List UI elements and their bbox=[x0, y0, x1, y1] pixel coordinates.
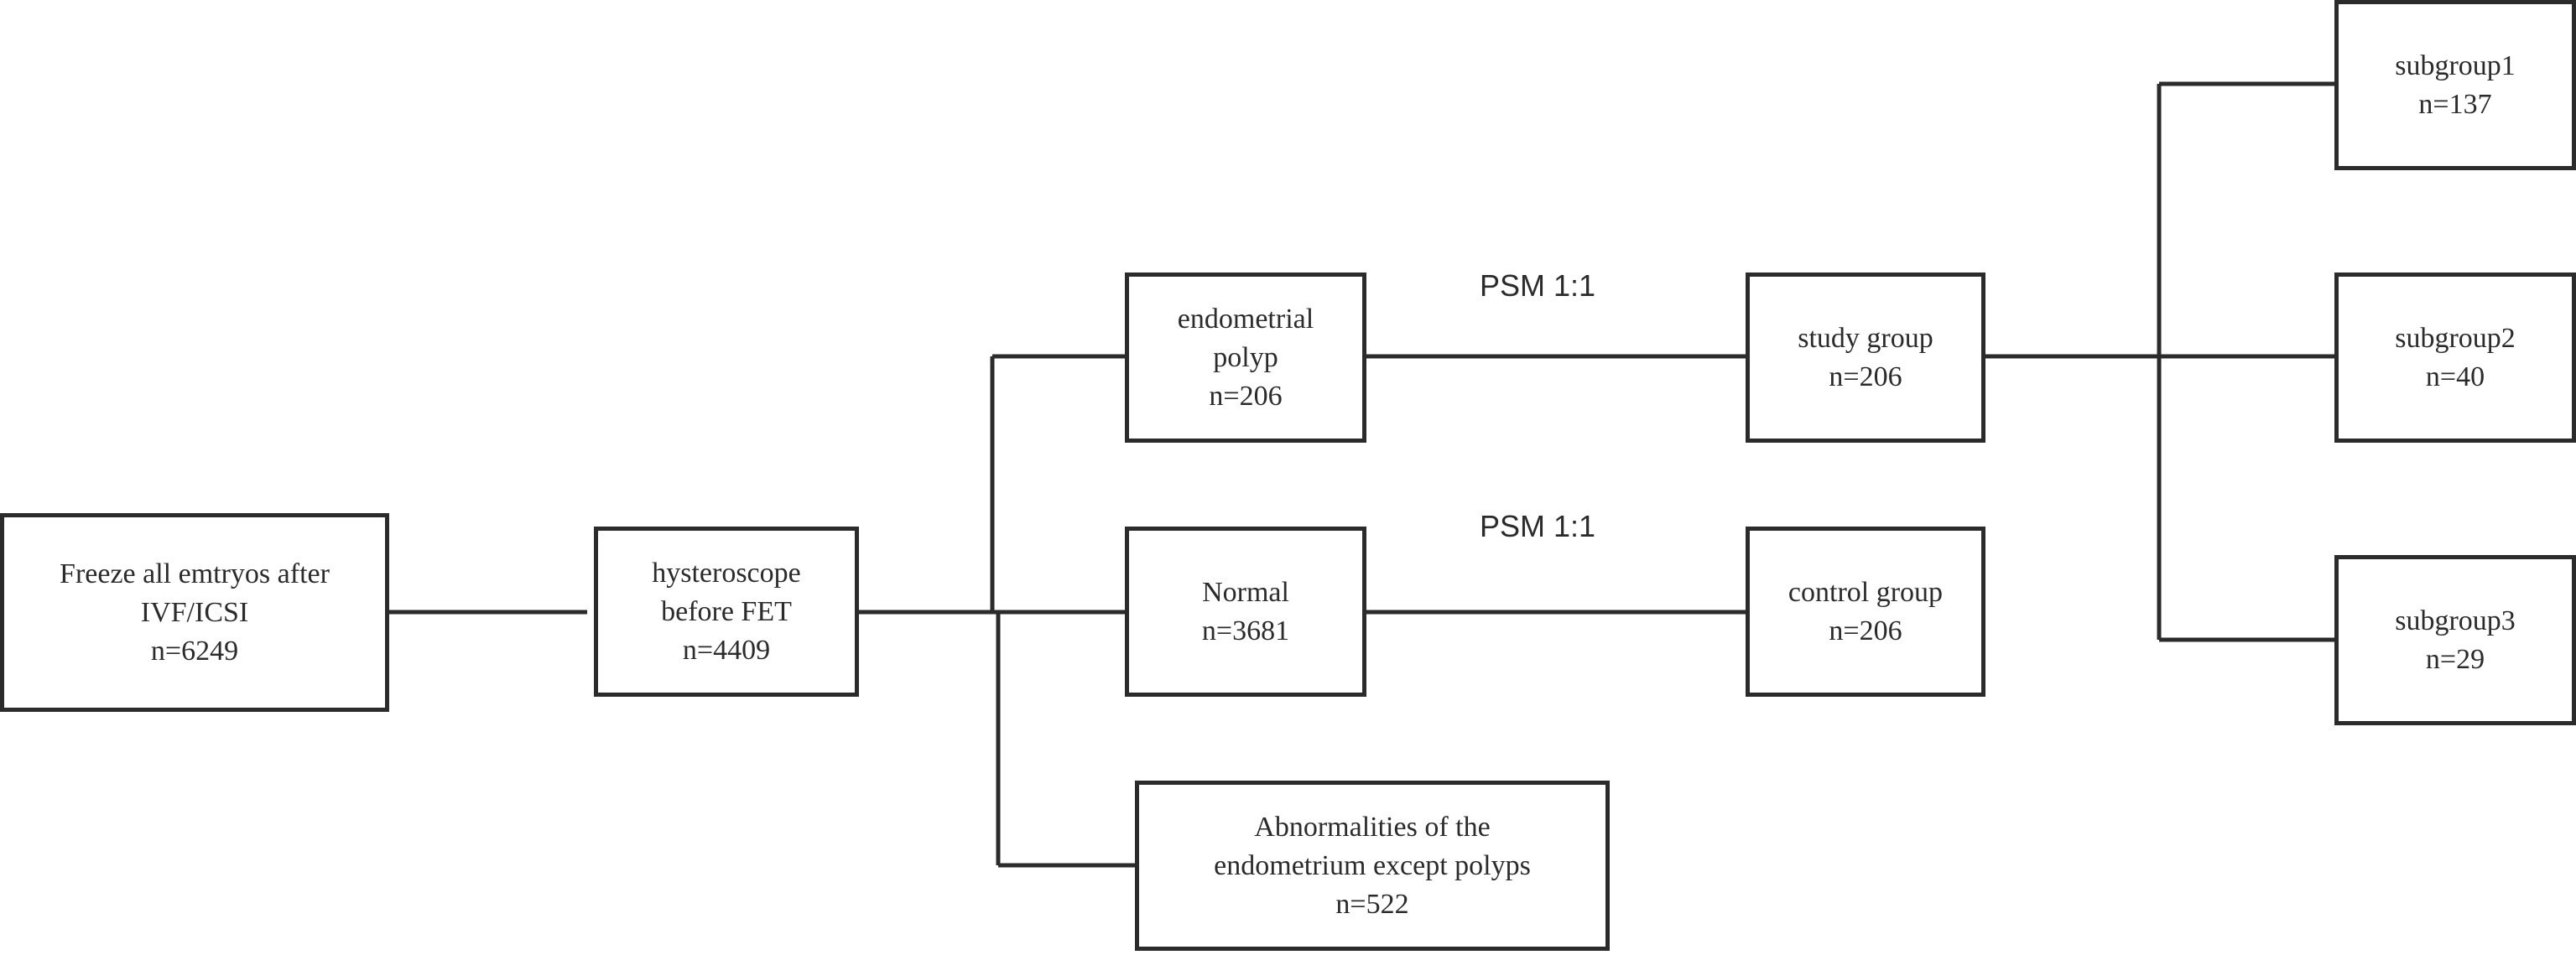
node-control-count: n=206 bbox=[1829, 615, 1902, 646]
node-hysteroscope-line-2: before FET bbox=[661, 595, 792, 627]
node-sub2-count: n=40 bbox=[2425, 361, 2485, 392]
node-subgroup1: subgroup1 n=137 bbox=[2334, 0, 2576, 170]
node-sub3-count: n=29 bbox=[2425, 643, 2485, 675]
node-normal-line-1: Normal bbox=[1202, 576, 1289, 608]
node-normal: Normal n=3681 bbox=[1125, 527, 1366, 697]
node-study-line-1: study group bbox=[1798, 322, 1933, 354]
node-freeze-line-2: IVF/ICSI bbox=[140, 596, 249, 628]
node-polyp-line-2: polyp bbox=[1213, 341, 1278, 373]
node-subgroup2: subgroup2 n=40 bbox=[2334, 272, 2576, 443]
node-hysteroscope-line-1: hysteroscope bbox=[652, 557, 801, 589]
node-hysteroscope: hysteroscope before FET n=4409 bbox=[594, 527, 859, 697]
node-subgroup3: subgroup3 n=29 bbox=[2334, 555, 2576, 725]
node-abnormal-line-2: endometrium except polyps bbox=[1214, 849, 1531, 881]
node-abnormalities: Abnormalities of the endometrium except … bbox=[1135, 781, 1610, 951]
node-endometrial-polyp: endometrial polyp n=206 bbox=[1125, 272, 1366, 443]
node-normal-count: n=3681 bbox=[1201, 615, 1290, 646]
node-polyp-count: n=206 bbox=[1209, 380, 1283, 412]
node-control-line-1: control group bbox=[1788, 576, 1944, 608]
node-sub2-line-1: subgroup2 bbox=[2395, 322, 2516, 354]
node-control-group: control group n=206 bbox=[1746, 527, 1985, 697]
node-abnormal-line-1: Abnormalities of the bbox=[1254, 811, 1491, 843]
node-freeze-count: n=6249 bbox=[150, 635, 239, 667]
node-study-group: study group n=206 bbox=[1746, 272, 1985, 443]
node-study-count: n=206 bbox=[1829, 361, 1902, 392]
node-sub1-count: n=137 bbox=[2418, 88, 2492, 120]
node-hysteroscope-count: n=4409 bbox=[682, 634, 771, 666]
node-polyp-line-1: endometrial bbox=[1177, 303, 1314, 335]
node-sub3-line-1: subgroup3 bbox=[2395, 605, 2516, 636]
node-sub1-line-1: subgroup1 bbox=[2395, 49, 2516, 81]
node-abnormal-count: n=522 bbox=[1335, 888, 1409, 920]
edge-label-psm-polyp: PSM 1:1 bbox=[1480, 268, 1596, 303]
edge-label-psm-normal: PSM 1:1 bbox=[1480, 509, 1596, 543]
node-freeze-line-1: Freeze all emtryos after bbox=[60, 558, 330, 589]
node-freeze-embryos: Freeze all emtryos after IVF/ICSI n=6249 bbox=[0, 513, 389, 712]
